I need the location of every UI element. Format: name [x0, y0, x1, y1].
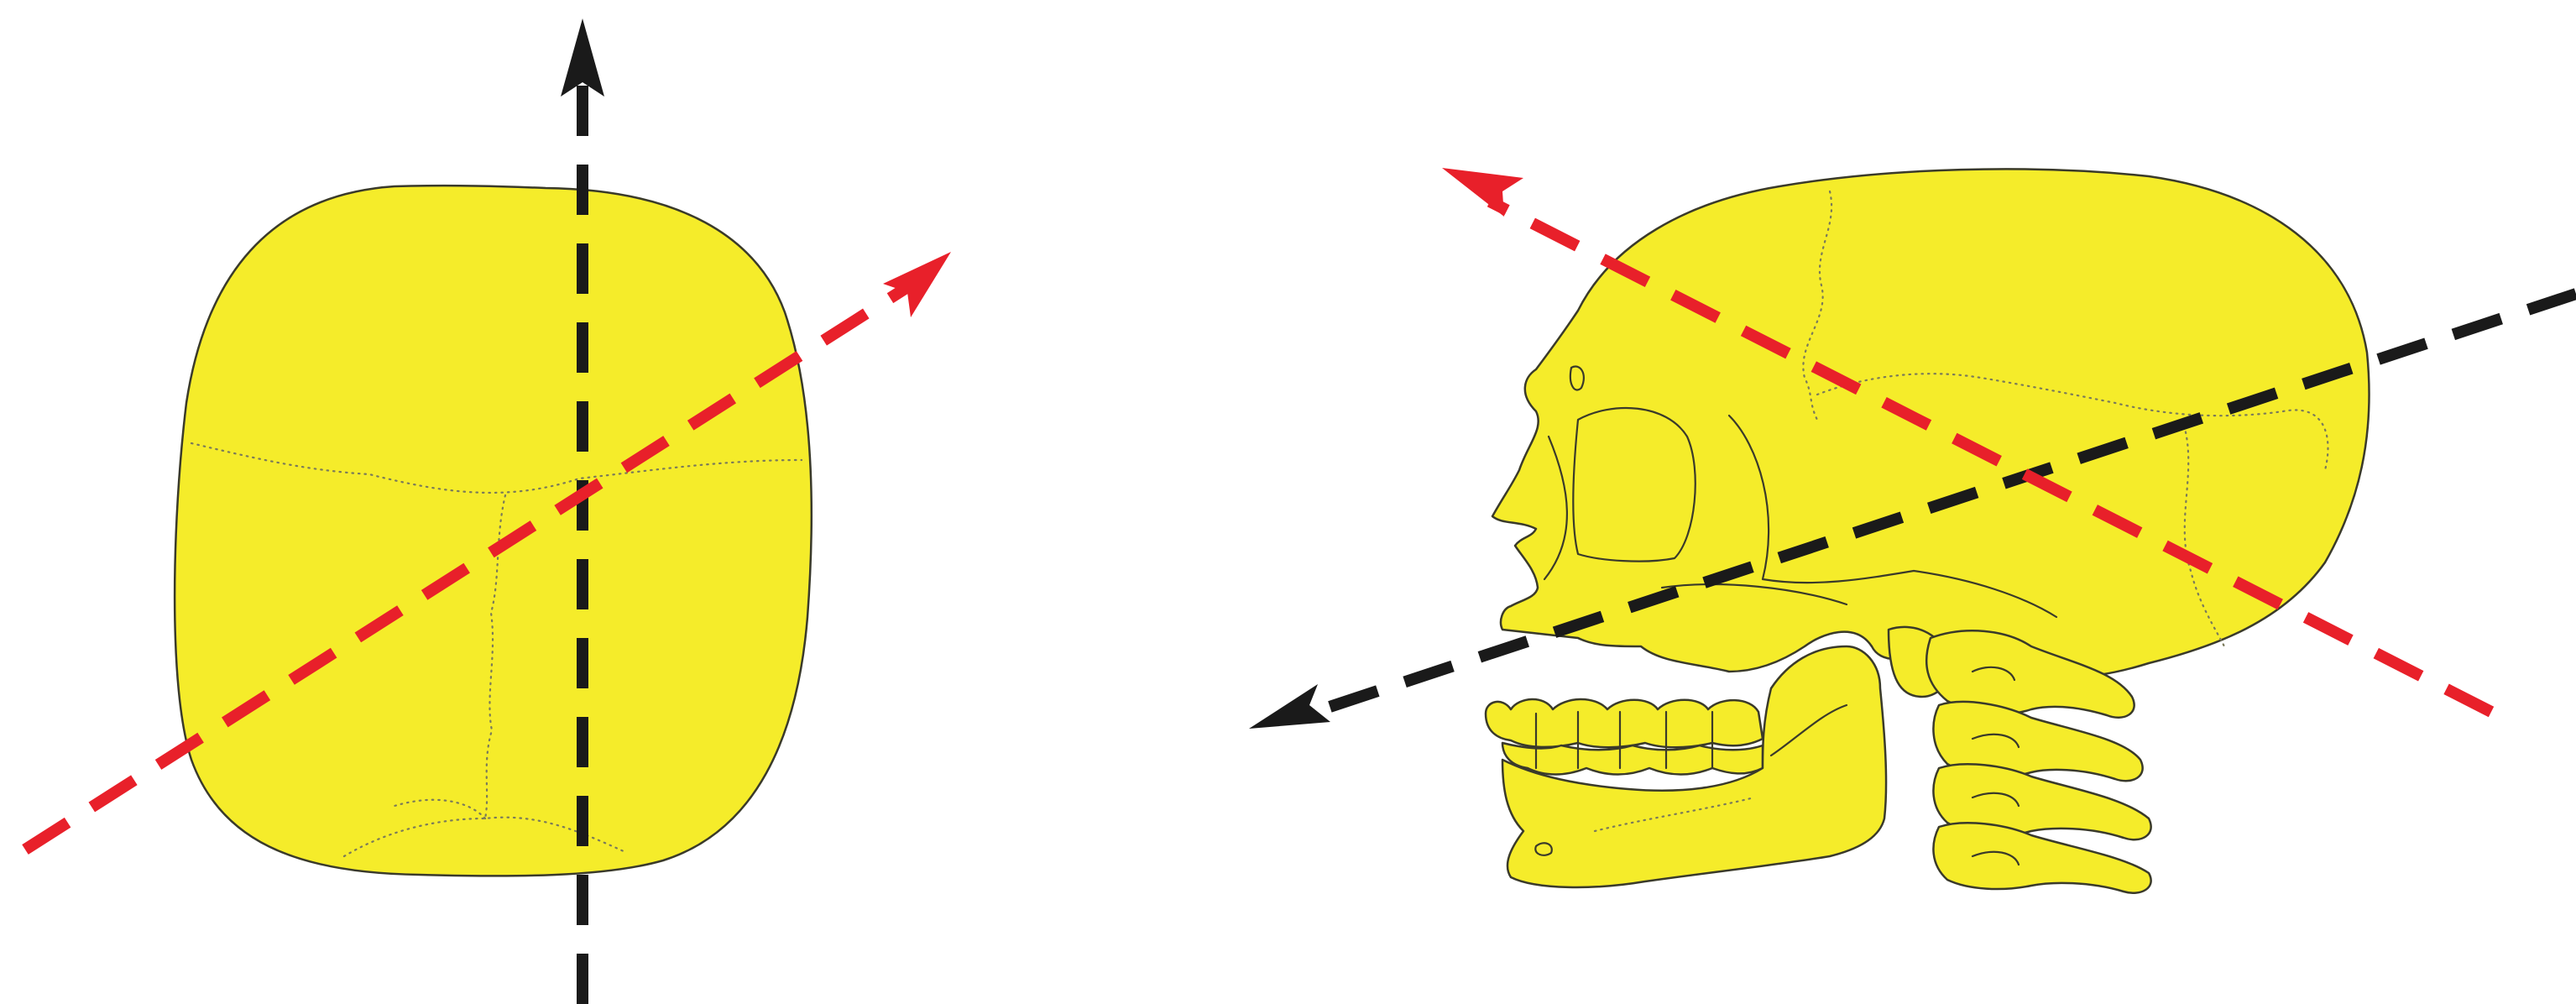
skull-top-view [25, 18, 951, 1004]
skull-lateral-view [1249, 168, 2576, 893]
skull-top-outline [175, 186, 812, 876]
cranium-outline [1492, 169, 2370, 677]
diagonal-axis-red-lateral-arrowhead [1442, 168, 1523, 217]
upper-teeth [1486, 699, 1763, 747]
diagonal-axis-red-arrowhead [883, 252, 951, 317]
vertical-axis-arrowhead [561, 18, 604, 97]
teeth [1486, 699, 1763, 775]
lower-teeth [1502, 743, 1763, 775]
horizontal-axis-black-arrowhead [1249, 684, 1330, 729]
